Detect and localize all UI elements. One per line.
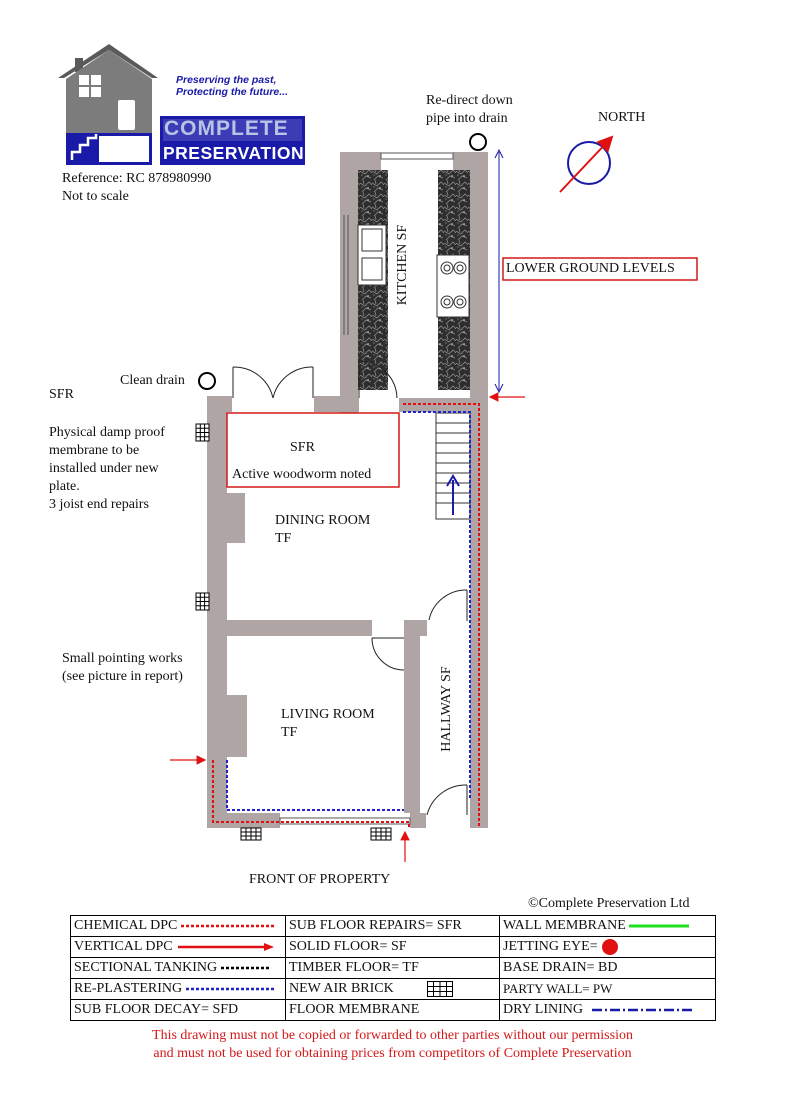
kitchen-sink [357,224,387,286]
legend-new-air-brick: NEW AIR BRICK [289,981,394,997]
membrane-note-3: installed under new [49,461,159,476]
redirect-drain-symbol [469,133,487,151]
disclaimer-line-2: and must not be used for obtaining price… [153,1046,632,1061]
doors [232,360,468,816]
replastering-lines [226,411,471,811]
logo-tagline-2: Protecting the future... [176,86,289,98]
legend-cell: SECTIONAL TANKING [70,957,286,979]
logo-brand-top: COMPLETE [164,117,289,140]
front-of-property-label: FRONT OF PROPERTY [249,872,391,887]
membrane-note-4: plate. [49,479,80,494]
legend-timber-floor: TIMBER FLOOR= TF [289,960,419,975]
sfr-box-title: SFR [290,440,315,455]
legend-wall-membrane: WALL MEMBRANE [503,918,626,933]
sectional-tanking-swatch [220,966,269,970]
sfr-box [226,412,400,488]
company-logo [58,44,305,165]
legend-cell: JETTING EYE= [499,936,716,958]
redirect-note-1: Re-direct down [426,93,513,108]
air-brick-icon [427,980,454,997]
hallway-label: HALLWAY SF [439,666,454,752]
copyright-icon: © [528,896,539,911]
chemical-dpc-lines [212,403,480,828]
copyright: ©Complete Preservation Ltd [528,896,690,911]
north-compass [559,135,614,193]
logo-brand-bottom: PRESERVATION [163,143,305,163]
legend-cell: WALL MEMBRANE [499,915,716,937]
sfr-note: SFR [49,387,74,402]
legend-sectional-tanking: SECTIONAL TANKING [74,960,218,975]
stair-direction-arrow [446,474,460,515]
legend-cell: SUB FLOOR REPAIRS= SFR [285,915,500,937]
legend-party-wall: PARTY WALL= PW [503,980,613,996]
legend-chemical-dpc: CHEMICAL DPC [74,918,178,933]
replastering-swatch [185,987,274,991]
membrane-note-5: 3 joist end repairs [49,497,149,512]
sfr-box-note: Active woodworm noted [232,467,372,482]
legend-cell: SUB FLOOR DECAY= SFD [70,999,286,1021]
air-brick-icons [195,423,392,841]
legend-sub-floor-decay: SUB FLOOR DECAY= SFD [74,1002,239,1017]
legend-cell: CHEMICAL DPC [70,915,286,937]
chemical-dpc-swatch [180,924,276,928]
north-label: NORTH [598,110,646,125]
living-room-label: LIVING ROOM [281,707,375,722]
kitchen-hob [436,254,470,318]
legend-table: CHEMICAL DPC SUB FLOOR REPAIRS= SFR WALL… [70,915,716,1021]
legend-row: RE-PLASTERING NEW AIR BRICK PARTY WALL= … [70,978,716,1000]
jetting-eye-swatch [602,939,619,955]
pointing-note-1: Small pointing works [62,651,183,666]
legend-cell: FLOOR MEMBRANE [285,999,500,1021]
legend-vertical-dpc: VERTICAL DPC [74,939,173,954]
legend-cell: PARTY WALL= PW [499,978,716,1000]
legend-cell: SOLID FLOOR= SF [285,936,500,958]
logo-tagline-1: Preserving the past, [176,74,277,86]
reference-number: Reference: RC 878980990 [62,171,212,186]
legend-floor-membrane: FLOOR MEMBRANE [289,1002,420,1017]
legend-cell: TIMBER FLOOR= TF [285,957,500,979]
legend-cell: DRY LINING [499,999,716,1021]
legend-cell: NEW AIR BRICK [285,978,500,1000]
membrane-note-2: membrane to be [49,443,140,458]
lower-ground-dimension [494,148,504,394]
dining-room-floor: TF [275,531,292,546]
legend-dry-lining: DRY LINING [503,1002,583,1017]
legend-replastering: RE-PLASTERING [74,981,183,996]
vertical-dpc-swatch [178,942,275,951]
legend-base-drain: BASE DRAIN= BD [503,960,618,975]
membrane-note-1: Physical damp proof [49,425,165,440]
legend-cell: VERTICAL DPC [70,936,286,958]
legend-cell: RE-PLASTERING [70,978,286,1000]
legend-sub-floor-repairs: SUB FLOOR REPAIRS= SFR [289,918,462,933]
legend-row: VERTICAL DPC SOLID FLOOR= SF JETTING EYE… [70,936,716,958]
wall-membrane-swatch [629,924,690,928]
clean-drain-symbol [198,372,216,390]
legend-jetting-eye: JETTING EYE= [503,939,598,955]
lower-ground-label: LOWER GROUND LEVELS [506,261,675,276]
living-room-floor: TF [281,725,298,740]
redirect-note-2: pipe into drain [426,111,508,126]
dry-lining-swatch [592,1008,693,1012]
disclaimer-line-1: This drawing must not be copied or forwa… [152,1028,633,1043]
dining-room-label: DINING ROOM [275,513,371,528]
pointing-note-2: (see picture in report) [62,669,183,684]
legend-row: CHEMICAL DPC SUB FLOOR REPAIRS= SFR WALL… [70,915,716,937]
legend-cell: BASE DRAIN= BD [499,957,716,979]
clean-drain-label: Clean drain [120,373,185,388]
legend-row: SECTIONAL TANKING TIMBER FLOOR= TF BASE … [70,957,716,979]
legend-row: SUB FLOOR DECAY= SFD FLOOR MEMBRANE DRY … [70,999,716,1021]
scale-note: Not to scale [62,189,129,204]
lower-ground-box [502,257,698,281]
kitchen-label: KITCHEN SF [395,224,410,306]
legend-solid-floor: SOLID FLOOR= SF [289,939,407,954]
